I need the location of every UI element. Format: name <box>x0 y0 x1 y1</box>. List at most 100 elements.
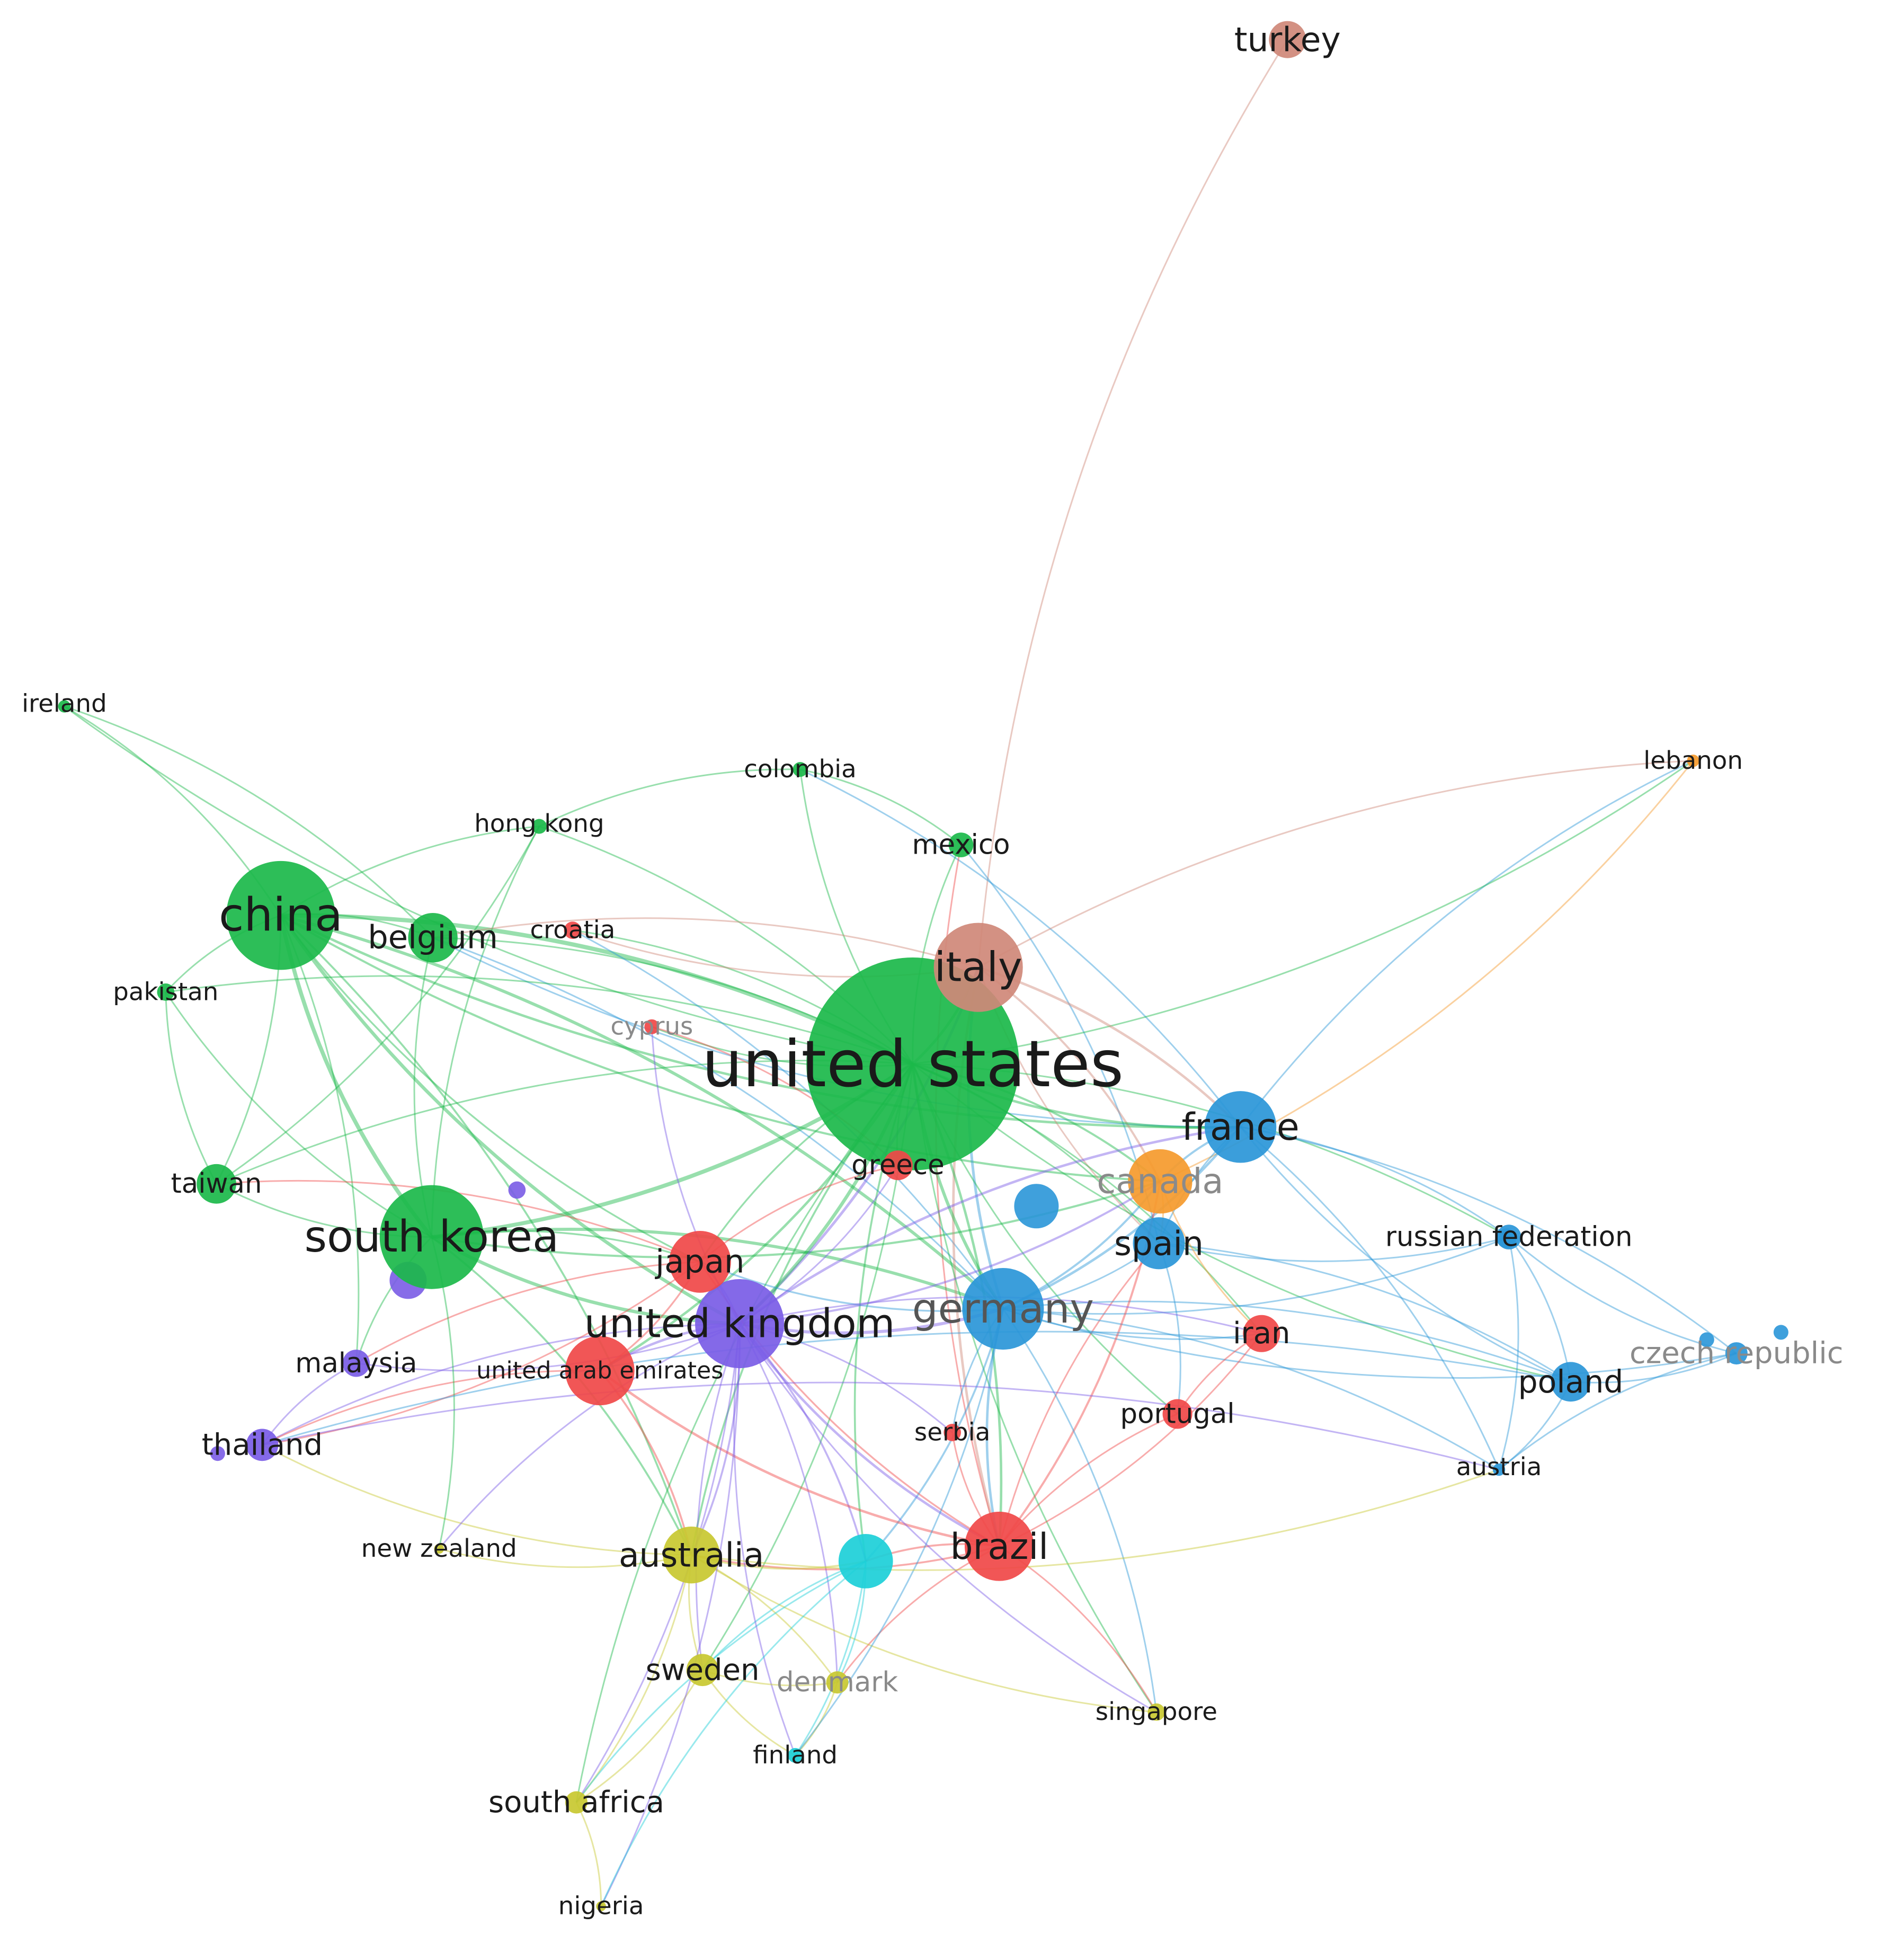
node-croatia <box>564 921 582 939</box>
edge-germany-austria <box>1003 1308 1500 1470</box>
edge-united-kingdom-brazil <box>738 1323 1000 1548</box>
label-france: france <box>1181 1105 1299 1149</box>
label-turkey: turkey <box>1234 20 1341 59</box>
edge-austria-australia <box>691 1469 1500 1571</box>
nodes-layer <box>58 21 1788 1912</box>
node-hong-kong <box>531 819 547 834</box>
minor-node-5 <box>1699 1332 1714 1347</box>
label-singapore: singapore <box>1096 1698 1217 1726</box>
node-pakistan <box>157 983 175 1001</box>
edge-thailand-australia <box>262 1444 692 1556</box>
edge-france-austria <box>1240 1126 1500 1470</box>
node-thailand <box>246 1429 279 1461</box>
edge-turkey-italy <box>977 39 1288 968</box>
edge-spain-poland <box>1159 1242 1571 1383</box>
minor-node-3 <box>1014 1184 1059 1229</box>
node-iran <box>1243 1315 1280 1352</box>
edge-germany-czech-republic <box>1002 1308 1737 1379</box>
edge-united-kingdom-sweden <box>695 1323 741 1670</box>
minor-node-6 <box>1773 1325 1788 1340</box>
edge-lebanon-italy <box>977 760 1694 968</box>
edge-france-czech-republic <box>1240 1126 1737 1354</box>
edge-ireland-united-states <box>64 705 913 1065</box>
label-brazil: brazil <box>950 1526 1048 1567</box>
node-russian-federation <box>1496 1225 1521 1249</box>
label-russian-federation: russian federation <box>1385 1221 1633 1253</box>
edge-russian-federation-poland <box>1508 1236 1572 1382</box>
edge-germany-russian-federation <box>1003 1236 1509 1315</box>
edge-netherlands-finland <box>794 1561 867 1756</box>
edge-austria-thailand <box>262 1381 1499 1471</box>
label-spain: spain <box>1114 1223 1204 1263</box>
edge-hong-kong-taiwan <box>216 826 540 1185</box>
edge-lebanon-france <box>1240 760 1694 1128</box>
edge-taiwan-united-states <box>216 1060 913 1185</box>
edge-united-kingdom-denmark <box>738 1323 839 1683</box>
label-hong-kong: hong kong <box>474 810 604 838</box>
node-china <box>226 861 335 970</box>
node-turkey <box>1269 21 1306 58</box>
label-belgium: belgium <box>368 919 498 956</box>
node-ireland <box>58 700 71 713</box>
edge-sweden-south-africa <box>576 1670 704 1803</box>
node-lebanon <box>1687 755 1699 767</box>
label-taiwan: taiwan <box>171 1168 262 1200</box>
node-finland <box>788 1748 803 1763</box>
edge-croatia-germany <box>572 929 1004 1309</box>
node-mexico <box>948 832 974 857</box>
label-denmark: denmark <box>777 1666 898 1698</box>
label-united-arab-emirates: united arab emirates <box>476 1357 723 1384</box>
edge-australia-new-zealand <box>439 1548 692 1568</box>
edge-belgium-italy <box>432 917 979 969</box>
node-colombia <box>793 762 808 777</box>
node-germany <box>962 1268 1044 1350</box>
node-singapore <box>1147 1703 1165 1721</box>
label-australia: australia <box>619 1536 764 1575</box>
node-denmark <box>826 1671 849 1694</box>
edge-new-zealand-united-kingdom <box>438 1323 740 1549</box>
edge-south-africa-united-states <box>575 1063 914 1803</box>
edge-singapore-germany <box>1002 1308 1158 1713</box>
edge-pakistan-taiwan <box>165 992 217 1184</box>
node-czech-republic <box>1725 1342 1748 1365</box>
label-czech-republic: czech republic <box>1630 1336 1844 1371</box>
edge-belgium-germany <box>432 937 1004 1310</box>
label-austria: austria <box>1456 1453 1542 1482</box>
node-spain <box>1133 1217 1185 1270</box>
label-pakistan: pakistan <box>113 978 218 1006</box>
label-south-korea: south korea <box>304 1212 559 1262</box>
node-italy <box>933 923 1023 1012</box>
edge-colombia-france <box>799 768 1241 1128</box>
label-united-kingdom: united kingdom <box>584 1301 895 1347</box>
edge-ireland-belgium <box>64 705 434 938</box>
label-mexico: mexico <box>912 829 1010 861</box>
label-malaysia: malaysia <box>295 1347 417 1379</box>
node-sweden <box>686 1654 719 1687</box>
label-finland: finland <box>753 1741 838 1770</box>
node-netherlands <box>838 1533 893 1589</box>
minor-node-2 <box>210 1446 225 1461</box>
edge-china-canada <box>280 914 1161 1183</box>
edge-united-arab-emirates-brazil <box>599 1369 1000 1548</box>
label-canada: canada <box>1097 1161 1223 1202</box>
node-new-zealand <box>434 1544 444 1554</box>
edge-taiwan-japan <box>216 1179 700 1263</box>
label-sweden: sweden <box>646 1653 760 1687</box>
label-lebanon: lebanon <box>1643 747 1743 775</box>
edge-france-germany <box>1002 1126 1242 1310</box>
edge-finland-sweden <box>701 1669 796 1757</box>
edge-australia-singapore <box>691 1554 1157 1713</box>
label-serbia: serbia <box>914 1418 990 1447</box>
edge-united-kingdom-malaysia <box>356 1323 740 1372</box>
edge-russian-federation-austria <box>1498 1237 1519 1470</box>
label-iran: iran <box>1233 1316 1290 1351</box>
node-malaysia <box>342 1350 370 1377</box>
edge-poland-czech-republic <box>1570 1352 1737 1383</box>
node-poland <box>1551 1362 1591 1402</box>
edge-south-korea-germany <box>431 1228 1004 1310</box>
edge-united-states-poland <box>912 1063 1571 1383</box>
edge-poland-thailand <box>262 1331 1571 1446</box>
node-serbia <box>943 1424 962 1441</box>
